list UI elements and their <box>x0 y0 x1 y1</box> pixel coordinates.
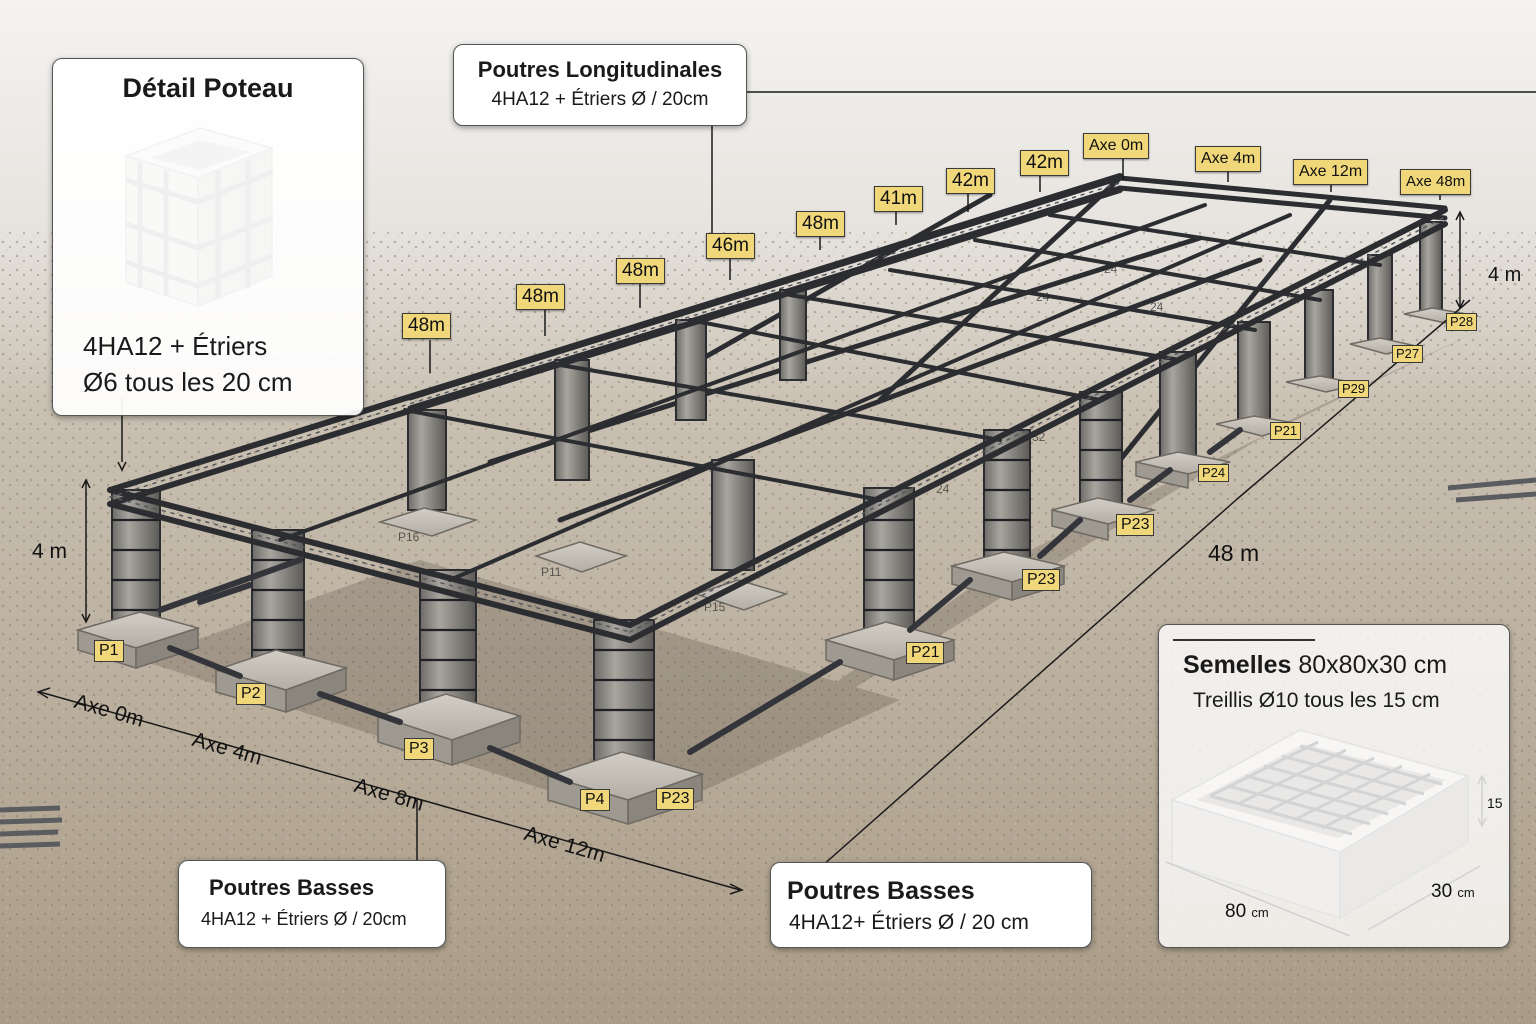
detail-poteau-line1: 4HA12 + Étriers <box>83 331 268 361</box>
length-tag: 48m <box>796 211 845 237</box>
semelles-callout: Semelles 80x80x30 cm Treillis Ø10 tous l… <box>1158 624 1510 948</box>
semelles-dim-30-value: 30 <box>1431 881 1453 902</box>
semelles-title: Semelles <box>1183 651 1292 679</box>
pier-tag: P29 <box>1338 380 1370 398</box>
length-tag: 48m <box>516 284 565 310</box>
poutres-basses-left-title: Poutres Basses <box>209 875 375 900</box>
poutres-basses-right-subtitle: 4HA12+ Étriers Ø / 20 cm <box>789 911 1029 934</box>
length-tag: 46m <box>706 233 755 259</box>
axis-tag: Axe 0m <box>1083 133 1150 159</box>
semelles-size: 80x80x30 cm <box>1298 651 1448 679</box>
pier-tag: P23 <box>656 788 695 810</box>
axis-tag: Axe 48m <box>1400 169 1472 195</box>
semelles-rule <box>1173 639 1315 641</box>
axis-tag: Axe 12m <box>1293 159 1369 185</box>
semelles-treillis-spec: Ø10 tous les 15 cm <box>1258 689 1440 712</box>
poutres-longitudinales-subtitle: 4HA12 + Étriers Ø / 20cm <box>491 89 709 110</box>
height-dimension-left: 4 m <box>32 540 68 563</box>
length-tag: 48m <box>616 258 665 284</box>
pad-label: 24 <box>936 482 950 496</box>
pier-tag: P28 <box>1446 313 1478 331</box>
pier-tag: P27 <box>1392 345 1424 363</box>
semelles-dim-30: 30 cm <box>1431 881 1475 903</box>
poutres-basses-right-callout: Poutres Basses 4HA12+ Étriers Ø / 20 cm <box>770 862 1092 948</box>
poutres-basses-left-callout: Poutres Basses 4HA12 + Étriers Ø / 20cm <box>178 860 446 948</box>
detail-poteau-callout: Détail Poteau 4HA12 + Étriers Ø6 tous le… <box>52 58 364 416</box>
pier-tag: P24 <box>1198 464 1230 482</box>
axis-tag: Axe 4m <box>1195 146 1262 172</box>
poutres-longitudinales-title: Poutres Longitudinales <box>477 57 723 82</box>
detail-poteau-line2: Ø6 tous les 20 cm <box>83 367 293 397</box>
pier-tag: P23 <box>1022 569 1061 591</box>
semelles-dim-30-unit: cm <box>1457 885 1475 900</box>
top-beams <box>107 173 1448 643</box>
column-stirrups <box>112 418 1122 742</box>
semelles-dim-80-unit: cm <box>1251 905 1269 920</box>
length-tag: 48m <box>402 313 451 339</box>
pad-label: 24 <box>1150 300 1164 314</box>
pier-tag: P3 <box>404 738 434 760</box>
pad-label: P11 <box>541 565 562 579</box>
semelles-dim-80: 80 cm <box>1225 901 1269 923</box>
pier-tag: P21 <box>1270 422 1302 440</box>
pier-tag: P1 <box>94 640 124 662</box>
pad-label: P15 <box>704 600 726 614</box>
length-dimension-right: 48 m <box>1208 540 1260 566</box>
pier-tag: P21 <box>906 642 945 664</box>
length-tag: 41m <box>874 186 923 212</box>
length-tag: 42m <box>946 168 995 194</box>
pier-tag: P2 <box>236 683 266 705</box>
semelles-dim-80-value: 80 <box>1225 901 1247 922</box>
poutres-basses-left-subtitle: 4HA12 + Étriers Ø / 20cm <box>201 909 407 929</box>
pier-tag: P4 <box>580 789 610 811</box>
semelles-treillis: Treillis Ø10 tous les 15 cm <box>1193 689 1440 713</box>
height-dimension-right: 4 m <box>1488 264 1522 286</box>
semelles-dim-15: 15 <box>1487 795 1503 811</box>
poutres-longitudinales-callout: Poutres Longitudinales 4HA12 + Étriers Ø… <box>453 44 747 126</box>
pier-tag: P23 <box>1116 514 1155 536</box>
semelles-treillis-label: Treillis <box>1193 689 1253 712</box>
pad-label: 24 <box>1104 262 1118 276</box>
pad-label: 32 <box>1032 430 1046 444</box>
semelles-heading: Semelles 80x80x30 cm <box>1183 651 1447 680</box>
length-tag: 42m <box>1020 150 1069 176</box>
shadows <box>140 330 1480 820</box>
detail-poteau-title: Détail Poteau <box>122 73 294 103</box>
pad-label: P16 <box>398 530 420 544</box>
poutres-basses-right-title: Poutres Basses <box>787 877 975 905</box>
ground-beams <box>157 427 1243 785</box>
pad-label: 24 <box>1036 290 1050 304</box>
rebar-pile <box>0 477 1536 849</box>
